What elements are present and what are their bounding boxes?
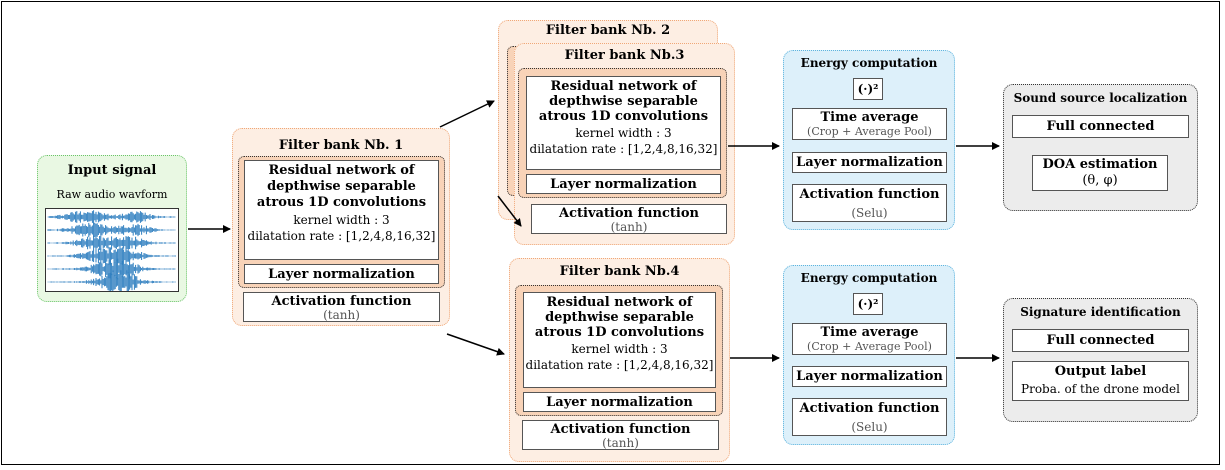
time-average-title: Time average	[820, 110, 919, 125]
activation-function-box: Activation function (tanh)	[243, 292, 440, 322]
energy-title: Energy computation	[800, 271, 938, 285]
residual-line-3: atrous 1D convolutions	[538, 109, 709, 124]
activation-function-title: Activation function	[550, 422, 691, 437]
arrow-stack-to-activation	[497, 195, 522, 227]
output-label-title: Output label	[1054, 364, 1147, 379]
square-operator: (·)²	[857, 297, 879, 311]
filter-bank-4: Filter bank Nb.4 Residual network of dep…	[509, 258, 730, 462]
filter-bank-3: Filter bank Nb.3 Residual network of dep…	[514, 43, 735, 245]
square-operator-box: (·)²	[853, 293, 883, 315]
filter-bank-4-title: Filter bank Nb.4	[559, 264, 680, 279]
identification-title: Signature identification	[1020, 305, 1181, 319]
residual-line-3: atrous 1D convolutions	[256, 195, 427, 210]
layer-normalization-label: Layer normalization	[550, 177, 697, 192]
dilation-rate: dilatation rate : [1,2,4,8,16,32]	[529, 142, 718, 156]
residual-line-2: depthwise separable	[549, 94, 698, 109]
energy-computation-top: Energy computation (·)² Time average (Cr…	[783, 50, 955, 230]
waveform-channel	[47, 258, 176, 280]
sound-source-localization-block: Sound source localization Full connected…	[1003, 84, 1198, 211]
waveform-channel	[47, 222, 176, 238]
residual-line-3: atrous 1D convolutions	[534, 325, 705, 340]
filter-bank-2-title: Filter bank Nb. 2	[545, 23, 671, 38]
residual-line-1: Residual network of	[546, 295, 693, 310]
dilation-rate: dilatation rate : [1,2,4,8,16,32]	[525, 358, 714, 372]
activation-function-sub: (tanh)	[323, 308, 360, 322]
activation-function-sub: (Selu)	[851, 420, 888, 434]
square-operator-box: (·)²	[853, 78, 883, 100]
doa-angles: (θ, φ)	[1082, 173, 1118, 188]
residual-line-2: depthwise separable	[545, 310, 694, 325]
activation-function-title: Activation function	[559, 206, 699, 221]
kernel-width: kernel width : 3	[575, 126, 672, 140]
activation-function-sub: (tanh)	[610, 220, 648, 234]
kernel-width: kernel width : 3	[571, 342, 668, 356]
activation-function-box: Activation function (tanh)	[531, 204, 727, 234]
input-signal-title: Input signal	[67, 163, 157, 178]
layer-normalization-box: Layer normalization	[792, 152, 947, 173]
layer-normalization-label: Layer normalization	[268, 267, 415, 282]
time-average-box: Time average (Crop + Average Pool)	[792, 323, 947, 355]
activation-function-title: Activation function	[799, 187, 940, 202]
layer-normalization-box: Layer normalization	[244, 264, 439, 284]
localization-title: Sound source localization	[1013, 91, 1188, 105]
full-connected-box: Full connected	[1012, 115, 1189, 138]
filter-bank-1-title: Filter bank Nb. 1	[278, 138, 404, 153]
residual-line-1: Residual network of	[550, 79, 697, 94]
filter-bank-4-inner: Residual network of depthwise separable …	[515, 285, 723, 416]
doa-estimation-title: DOA estimation	[1042, 157, 1158, 172]
activation-function-sub: (Selu)	[851, 206, 888, 220]
waveform-channel	[47, 210, 176, 224]
activation-function-box: Activation function (tanh)	[522, 420, 719, 450]
layer-normalization-label: Layer normalization	[796, 369, 943, 384]
activation-function-box: Activation function (Selu)	[792, 184, 947, 222]
arrow-fb1-to-fb2	[439, 100, 495, 128]
residual-network-box: Residual network of depthwise separable …	[523, 292, 716, 388]
residual-line-1: Residual network of	[268, 163, 415, 178]
output-label-box: Output label Proba. of the drone model	[1012, 361, 1189, 401]
time-average-box: Time average (Crop + Average Pool)	[792, 108, 947, 140]
layer-normalization-box: Layer normalization	[526, 174, 721, 194]
waveform-channel	[47, 270, 176, 294]
full-connected-label: Full connected	[1046, 333, 1155, 348]
time-average-sub: (Crop + Average Pool)	[807, 125, 932, 138]
output-label-sub: Proba. of the drone model	[1021, 382, 1180, 396]
filter-bank-3-title: Filter bank Nb.3	[564, 48, 685, 63]
kernel-width: kernel width : 3	[293, 213, 390, 227]
activation-function-box: Activation function (Selu)	[792, 398, 947, 436]
filter-bank-1-inner: Residual network of depthwise separable …	[238, 156, 445, 288]
time-average-sub: (Crop + Average Pool)	[807, 340, 932, 353]
dilation-rate: dilatation rate : [1,2,4,8,16,32]	[247, 229, 436, 243]
full-connected-box: Full connected	[1012, 329, 1189, 352]
residual-network-box: Residual network of depthwise separable …	[244, 160, 439, 260]
full-connected-label: Full connected	[1046, 119, 1155, 134]
square-operator: (·)²	[857, 82, 879, 96]
layer-normalization-box: Layer normalization	[523, 392, 716, 412]
layer-normalization-box: Layer normalization	[792, 366, 947, 387]
input-signal-subtitle: Raw audio wavform	[56, 188, 168, 201]
filter-bank-3-inner: Residual network of depthwise separable …	[518, 68, 727, 198]
layer-normalization-label: Layer normalization	[796, 155, 943, 170]
input-signal-block: Input signal Raw audio wavform	[37, 155, 187, 302]
filter-bank-1: Filter bank Nb. 1 Residual network of de…	[232, 128, 450, 326]
waveform-plot	[45, 208, 179, 294]
activation-function-title: Activation function	[799, 401, 940, 416]
time-average-title: Time average	[820, 325, 919, 340]
residual-line-2: depthwise separable	[267, 179, 416, 194]
waveform-channel	[47, 246, 176, 266]
energy-computation-bottom: Energy computation (·)² Time average (Cr…	[783, 265, 955, 445]
energy-title: Energy computation	[800, 56, 938, 70]
doa-estimation-box: DOA estimation (θ, φ)	[1032, 155, 1168, 191]
signature-identification-block: Signature identification Full connected …	[1003, 298, 1198, 422]
activation-function-sub: (tanh)	[602, 436, 639, 450]
layer-normalization-label: Layer normalization	[546, 395, 693, 410]
residual-network-box: Residual network of depthwise separable …	[526, 76, 721, 170]
arrow-fb1-to-fb4	[446, 333, 505, 356]
activation-function-title: Activation function	[271, 294, 412, 309]
waveform-channel	[47, 235, 176, 251]
waveform-graphic	[47, 210, 176, 294]
